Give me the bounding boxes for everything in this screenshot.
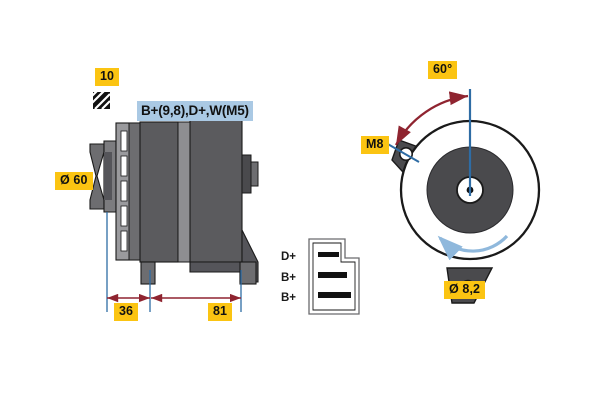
dimension-label-36: 36 (114, 303, 139, 321)
terminal-row-label-b-plus-2: B+ (281, 292, 297, 304)
terminal-row-label-b-plus-1: B+ (281, 272, 297, 284)
mounting-feet (140, 261, 257, 285)
terminal-row-label-d-plus: D+ (281, 251, 297, 263)
callout-mount-thread: M8 (361, 136, 389, 154)
drive-end-housing (115, 122, 141, 261)
pulley (89, 140, 117, 213)
dimension-label-81: 81 (208, 303, 233, 321)
callout-pulley-groove-count: 10 (95, 68, 120, 86)
terminal-block-graphic (308, 238, 360, 315)
stator-body (139, 119, 259, 263)
alternator-side-view (89, 119, 259, 312)
hatch-pattern-icon (93, 92, 110, 109)
alternator-end-view-graphic (385, 89, 541, 304)
callout-mount-hole-diameter: Ø 8,2 (444, 281, 486, 299)
callout-terminals-top: B+(9,8),D+,W(M5) (137, 101, 253, 121)
callout-pulley-diameter: Ø 60 (55, 172, 93, 190)
callout-mount-angle: 60° (428, 61, 458, 79)
